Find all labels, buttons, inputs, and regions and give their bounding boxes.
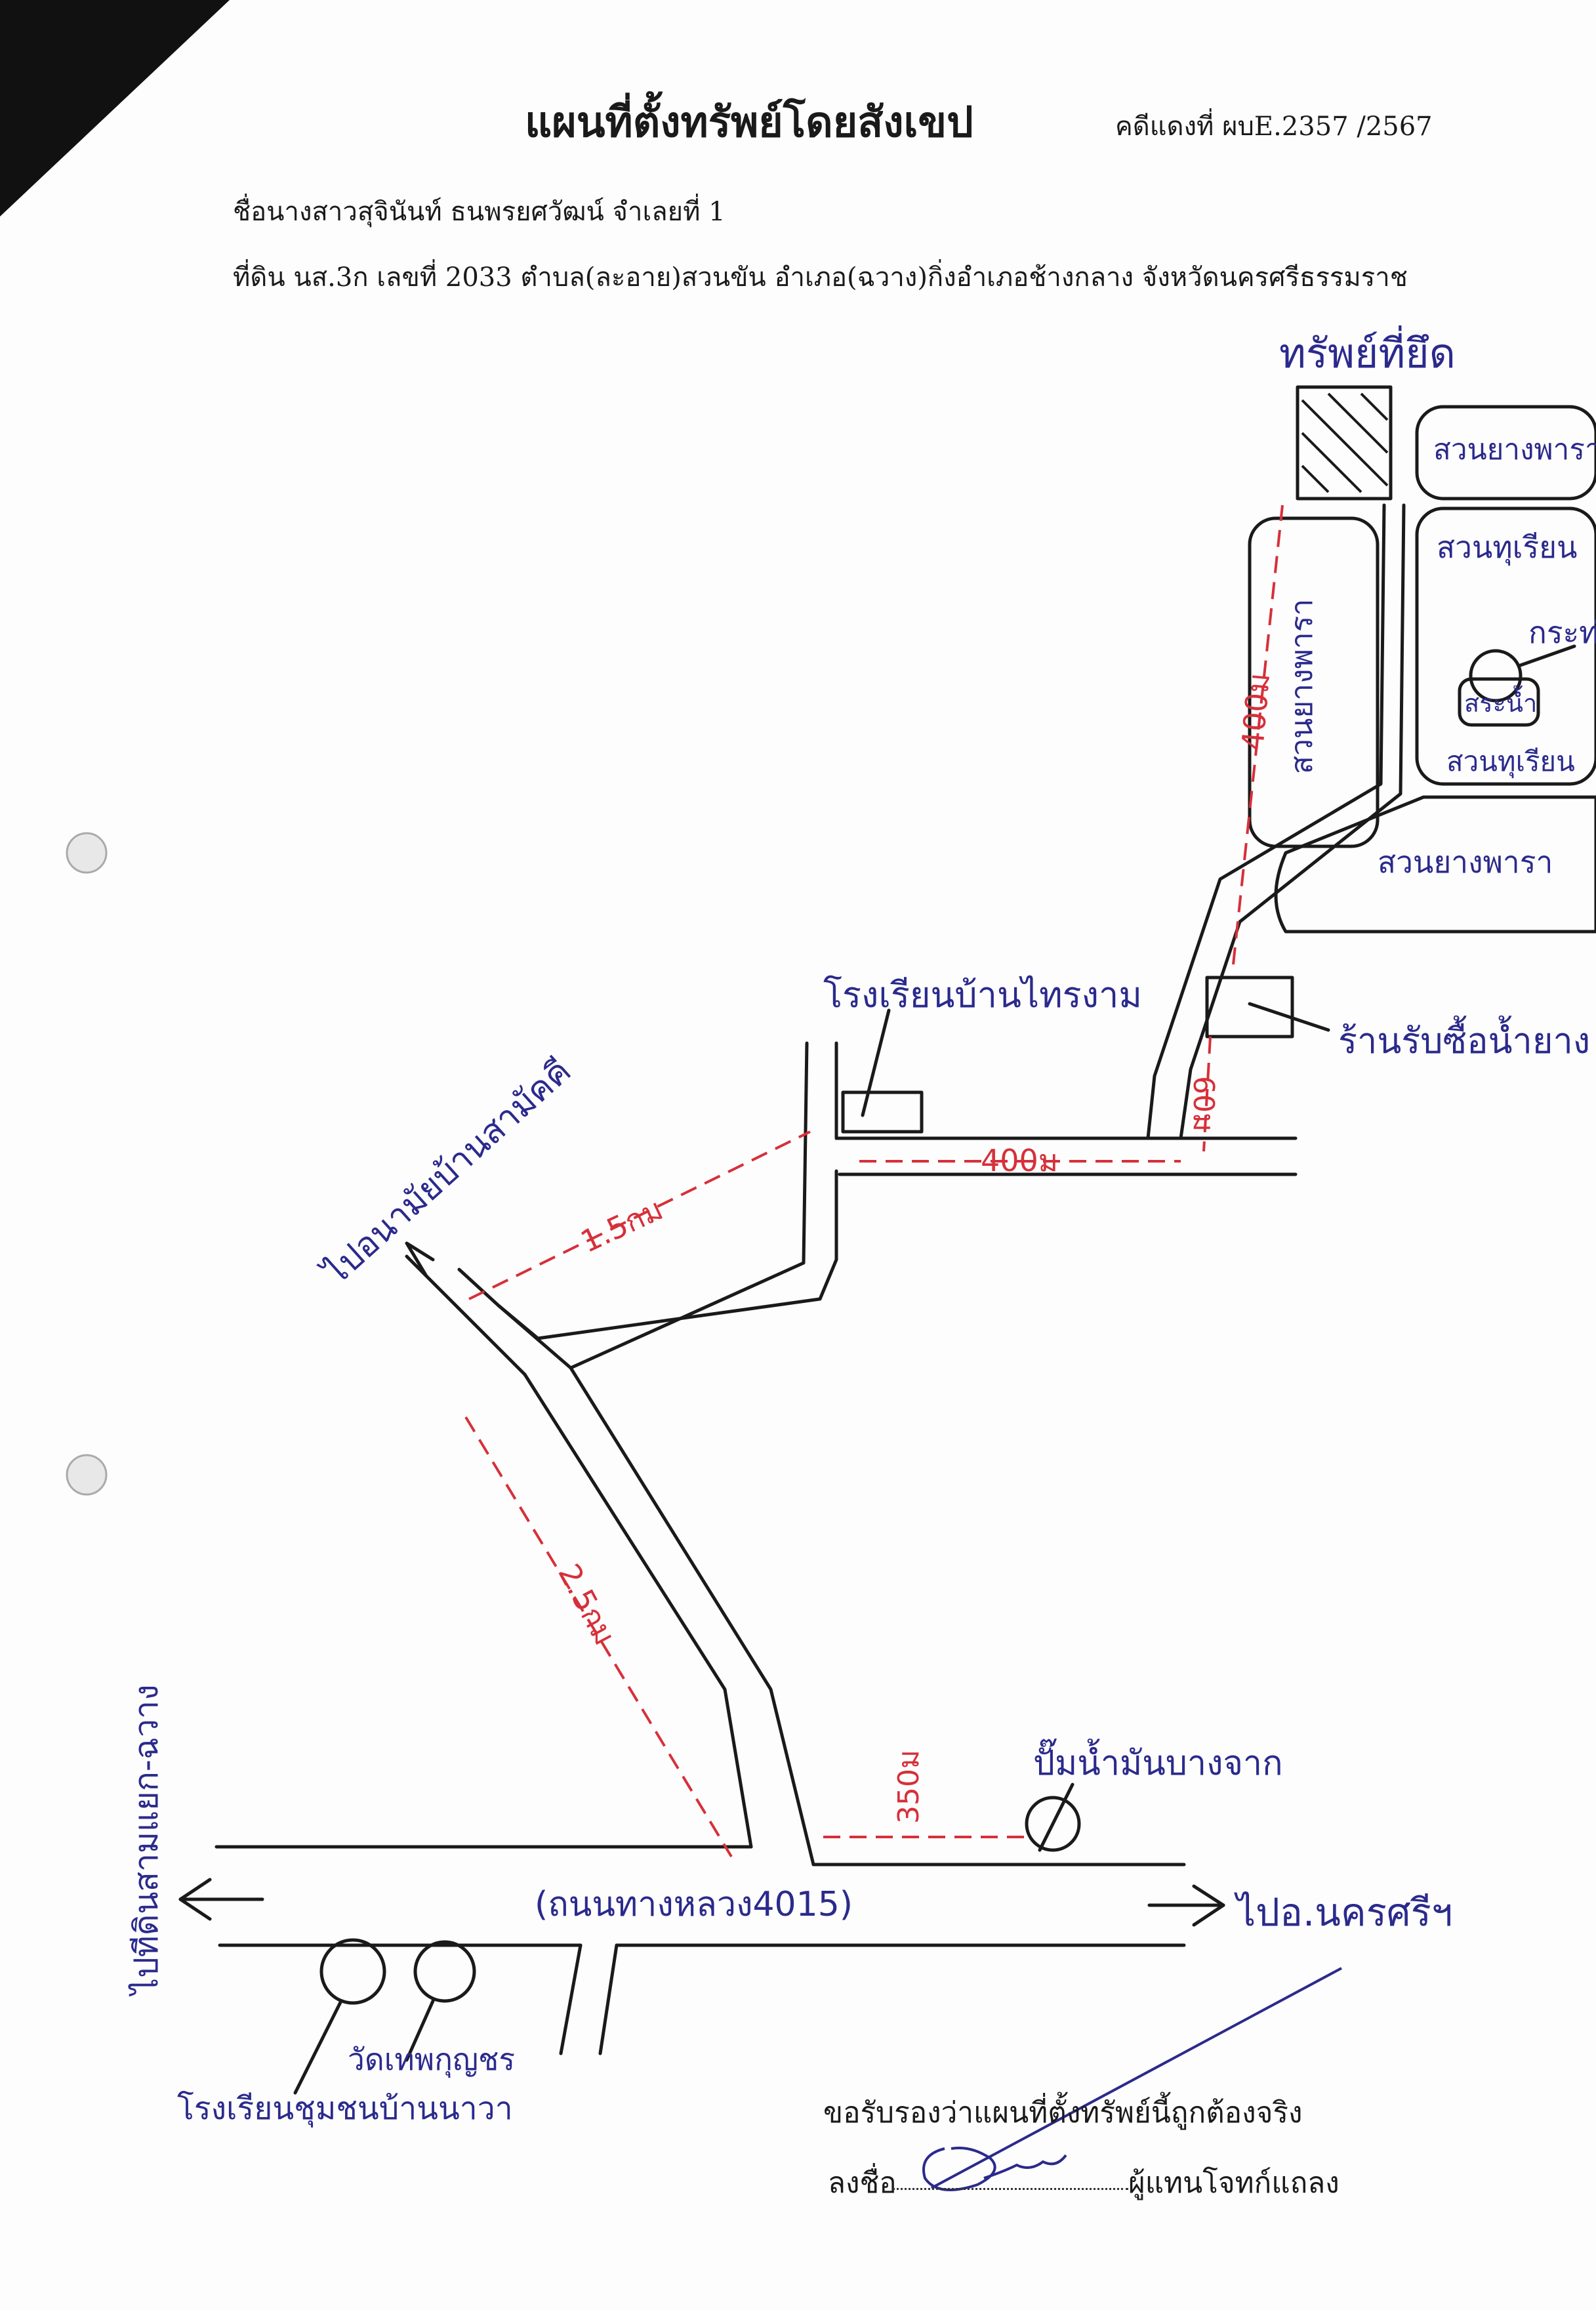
rubber-plot-top — [1415, 405, 1596, 501]
community-school-pointer — [293, 1999, 343, 2095]
shop-building — [1205, 976, 1294, 1039]
gas-station-pointer — [1038, 1783, 1074, 1852]
label-to-left: ไปทีดินสามแยก-ฉวาง — [127, 1684, 165, 1997]
shop-pointer — [1248, 1002, 1330, 1032]
temple-pointer — [405, 1999, 435, 2062]
label-to-nakhon: ไปอ.นครศรีฯ — [1234, 1890, 1452, 1935]
label-rubber-top: สวนยางพารา — [1433, 433, 1596, 466]
distance-60m: 60ม — [1187, 1076, 1220, 1132]
folded-corner — [0, 0, 230, 217]
access-road-left — [1146, 503, 1386, 1140]
label-temple: วัดเทพกุญชร — [348, 2042, 515, 2078]
label-rubber-lower: สวนยางพารา — [1378, 844, 1553, 880]
arrow-right-head — [1192, 1884, 1225, 1927]
access-road-right — [1179, 503, 1406, 1140]
hut-marker — [1469, 649, 1523, 703]
distance-2-5km: 2.5กม — [551, 1558, 623, 1651]
measure-1-5km — [468, 1130, 811, 1300]
distance-1-5km: 1.5กม — [575, 1191, 668, 1260]
connector-road-lower — [569, 1041, 809, 1370]
parcel-line: ที่ดิน นส.3ก เลขที่ 2033 ตำบล(ละอาย)สวนข… — [233, 262, 1408, 293]
label-community-school: โรงเรียนชุมชนบ้านนาวา — [177, 2090, 513, 2128]
label-school-top: โรงเรียนบ้านไทรงาม — [823, 974, 1142, 1016]
rubber-plot-lower — [1274, 795, 1596, 934]
hut-pointer — [1517, 644, 1576, 668]
arrow-up-health — [405, 1241, 435, 1278]
label-rubber-left: สวนยางพารา — [1284, 599, 1319, 774]
punch-hole-top — [66, 832, 108, 874]
page-title: แผนที่ตั้งทรัพย์โดยสังเขป — [525, 98, 973, 147]
community-school-marker — [319, 1938, 386, 2005]
certification-text: ขอรับรองว่าแผนที่ตั้งทรัพย์นี้ถูกต้องจริ… — [823, 2096, 1303, 2130]
connector-road-upper — [497, 1169, 838, 1340]
seized-property-parcel — [1296, 385, 1393, 501]
signature-line — [892, 2188, 1128, 2190]
school-pointer — [861, 1008, 891, 1117]
measure-2-5km — [464, 1416, 733, 1858]
diagonal-road-left-edge — [569, 1366, 815, 1867]
distance-400m-vertical: 400ม — [1235, 672, 1277, 752]
label-to-health-station: ไปอนามัยบ้านสามัคคี — [316, 1051, 579, 1294]
label-seized-property: ทรัพย์ที่ยึด — [1279, 325, 1456, 377]
rubber-plot-left — [1248, 516, 1380, 848]
label-gas-station: ปั๊มน้ำมันบางจาก — [1033, 1739, 1283, 1783]
case-number: คดีแดงที่ ผบE.2357 /2567 — [1115, 112, 1433, 142]
measurement-lines — [464, 505, 1284, 1858]
distance-350m: 350ม — [892, 1750, 926, 1824]
signature — [922, 1967, 1342, 2191]
label-durian-plantation: สวนทุเรียน — [1437, 529, 1578, 566]
temple-marker — [413, 1940, 476, 2003]
signature-label: ลงชื่อ — [828, 2166, 897, 2200]
label-durian-lower: สวนทุเรียน — [1446, 745, 1575, 779]
diagonal-road-right-edge — [523, 1372, 753, 1849]
school-building — [841, 1090, 924, 1134]
side-road-left — [559, 1943, 583, 2055]
gas-station-marker — [1025, 1796, 1081, 1852]
parcel-hatching — [1301, 392, 1389, 493]
arrow-left-head — [178, 1878, 212, 1921]
label-pond: สระน้ำ — [1464, 685, 1537, 718]
label-hut: กระท่อม — [1528, 615, 1596, 650]
punch-hole-bottom — [66, 1454, 108, 1496]
label-highway: (ถนนทางหลวง4015) — [535, 1885, 853, 1924]
pond-marker — [1458, 677, 1540, 727]
signer-role: ผู้แทนโจทก์แถลง — [1128, 2166, 1340, 2200]
durian-plot — [1415, 506, 1596, 786]
side-road-right — [598, 1943, 619, 2055]
measure-60m — [1202, 1036, 1212, 1152]
label-shop: ร้านรับซื้อน้ำยาง — [1338, 1016, 1590, 1062]
distance-400m-horizontal: 400ม — [981, 1143, 1058, 1178]
owner-line: ชื่อนางสาวสุจินันท์ ธนพรยศวัฒน์ จำเลยที่… — [233, 197, 726, 227]
